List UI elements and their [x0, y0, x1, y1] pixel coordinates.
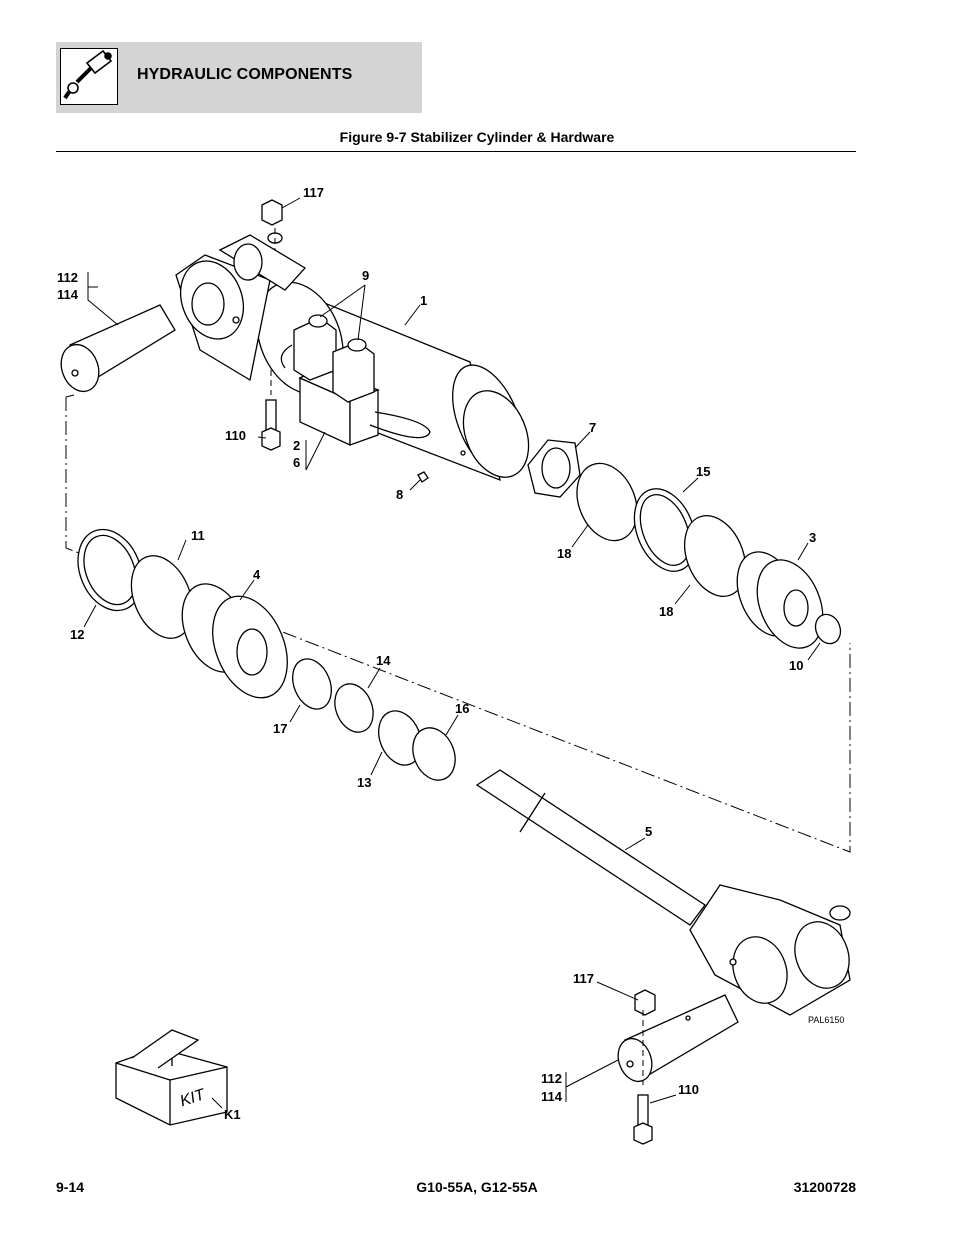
callout-16: 16	[455, 701, 469, 716]
callout-2: 2	[293, 438, 300, 453]
callout-110-bottom: 110	[678, 1082, 699, 1097]
bolt-top	[261, 399, 281, 451]
callout-13: 13	[357, 775, 371, 790]
pin-top	[60, 304, 176, 393]
cylinder-head	[181, 583, 288, 699]
locknut-bottom	[634, 989, 656, 1016]
callout-14: 14	[376, 653, 391, 668]
hydraulic-cylinder-icon	[60, 48, 118, 105]
callout-112-bottom: 112	[541, 1071, 562, 1086]
title-divider	[56, 151, 856, 152]
piston	[736, 551, 824, 649]
figure-code: PAL6150	[808, 1015, 844, 1025]
callout-k1: K1	[224, 1107, 241, 1122]
callout-7: 7	[589, 420, 596, 435]
head-nut	[527, 439, 581, 498]
callout-114-left: 114	[57, 287, 79, 302]
cylinder-barrel	[256, 281, 530, 482]
kit-box	[115, 1029, 228, 1126]
locknut-top	[261, 199, 283, 244]
ring-16	[412, 727, 456, 781]
bolt-bottom	[633, 1094, 653, 1145]
barrel-clevis	[175, 234, 307, 382]
callout-11: 11	[191, 528, 205, 543]
callout-117-bottom: 117	[573, 971, 594, 986]
o-ring-11	[130, 555, 194, 639]
figure-title: Figure 9-7 Stabilizer Cylinder & Hardwar…	[339, 129, 615, 145]
callout-114-bottom: 114	[541, 1089, 563, 1104]
piston-rod	[475, 769, 706, 926]
ring-13	[378, 710, 422, 766]
callout-12: 12	[70, 627, 84, 642]
callout-15: 15	[696, 464, 710, 479]
callout-117-top: 117	[303, 185, 324, 200]
page-number: 9-14	[56, 1179, 85, 1195]
callout-18-a: 18	[557, 546, 571, 561]
piston-seals	[576, 462, 747, 597]
callout-8: 8	[396, 487, 403, 502]
callout-10: 10	[789, 658, 803, 673]
o-ring-10	[814, 613, 842, 645]
section-title: HYDRAULIC COMPONENTS	[137, 66, 353, 83]
callout-112-left: 112	[57, 270, 78, 285]
pin-bottom	[617, 994, 739, 1083]
callout-5: 5	[645, 824, 652, 839]
callout-1: 1	[420, 293, 427, 308]
callout-110-top: 110	[225, 428, 246, 443]
callout-6: 6	[293, 455, 300, 470]
grease-fitting	[417, 471, 429, 483]
rod-clevis	[689, 884, 851, 1016]
ring-17	[292, 658, 332, 710]
model-numbers: G10-55A, G12-55A	[416, 1179, 538, 1195]
callout-3: 3	[809, 530, 816, 545]
callout-9: 9	[362, 268, 369, 283]
document-number: 31200728	[793, 1179, 856, 1195]
ring-14	[334, 683, 374, 733]
callout-18-b: 18	[659, 604, 673, 619]
valve-block	[280, 314, 431, 447]
callout-17: 17	[273, 721, 287, 736]
callout-4: 4	[253, 567, 261, 582]
